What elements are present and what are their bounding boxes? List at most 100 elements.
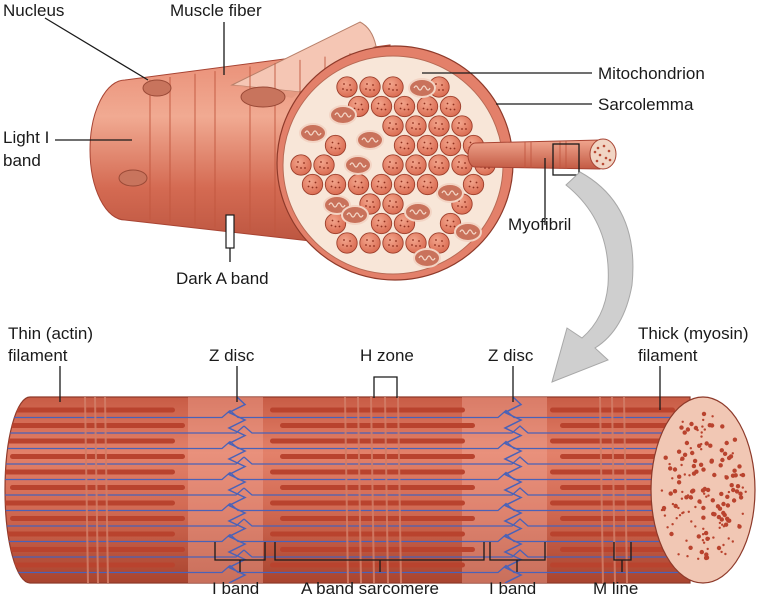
myofibril-cross-section <box>313 154 335 176</box>
myofibril-detail <box>4 396 756 584</box>
thin-filament <box>400 518 690 527</box>
myofibril-cross-section <box>370 173 393 196</box>
thin-filament <box>400 425 690 434</box>
band-striation <box>94 397 99 583</box>
filament-cross-section-dot <box>686 555 689 558</box>
thin-filament <box>5 549 400 558</box>
filament-cross-section-dot <box>719 448 724 453</box>
filament-cross-section-dot <box>668 462 671 466</box>
filament-cross-section-dot <box>720 550 723 554</box>
thick-filament <box>280 516 475 521</box>
filament-cross-section-dot <box>718 526 721 529</box>
thick-filament <box>280 547 475 552</box>
filament-cross-section-dot <box>701 411 707 417</box>
thin-filament <box>5 518 400 527</box>
filament-cross-section-dot <box>679 425 684 430</box>
filament-cross-section-dot <box>705 536 710 541</box>
filament-cross-section-dot <box>741 512 744 515</box>
label-thin-filament-line2: filament <box>8 346 68 365</box>
filament-cross-section-dot <box>685 539 688 542</box>
filament-cross-section-dot <box>711 511 716 517</box>
thick-filament <box>270 469 465 475</box>
filament-cross-section-dot <box>737 524 742 529</box>
muscle-fiber-illustration <box>89 21 617 281</box>
myofibril-cross-section <box>347 173 370 196</box>
label-m-line: M line <box>593 579 638 598</box>
thin-filament <box>400 549 690 558</box>
thick-filament <box>550 500 675 506</box>
filament-cross-section-dot <box>725 494 730 499</box>
filament-cross-section-dot <box>696 428 699 432</box>
filament-cross-section-dot <box>712 472 717 478</box>
filament-cross-section-dot <box>700 431 703 434</box>
thick-filament <box>270 407 465 413</box>
filament-cross-section-dot <box>702 486 707 492</box>
filament-cross-section-dot <box>727 490 731 494</box>
filament-cross-section-dot <box>718 521 722 525</box>
z-disc-line <box>503 397 523 583</box>
filament-cross-section-dot <box>744 490 747 493</box>
myofibril-cross-section <box>428 115 450 137</box>
filament-cross-section-dot <box>689 489 695 494</box>
thin-filament <box>400 409 690 419</box>
filament-cross-section-dot <box>723 522 729 527</box>
filament-cross-section-dot <box>724 475 727 478</box>
filament-cross-section-dot <box>663 455 668 460</box>
filament-cross-section-dot <box>687 510 690 513</box>
filament-cross-section-dot <box>701 533 705 536</box>
z-disc-line <box>227 397 247 583</box>
thick-filament <box>280 454 475 459</box>
myofibril-cross-section <box>324 173 347 196</box>
thick-filament <box>5 469 175 475</box>
filament-cross-section-dot <box>701 515 706 520</box>
myofibril-cross-section <box>439 134 462 157</box>
filament-cross-section-dot <box>706 547 709 551</box>
filament-cross-section-dot <box>703 492 706 495</box>
filament-cross-section-dot <box>724 440 729 446</box>
filament-cross-section-dot <box>676 449 682 454</box>
filament-cross-section-dot <box>705 495 708 498</box>
filament-cross-section-dot <box>721 523 724 526</box>
thick-filament <box>5 438 175 444</box>
myofibril-cross-section <box>359 76 381 98</box>
label-sarcolemma: Sarcolemma <box>598 95 694 114</box>
thick-filament <box>550 562 675 568</box>
band-striation <box>384 397 389 583</box>
filament-cross-section-dot <box>701 425 704 428</box>
filament-cross-section-dot <box>691 463 697 469</box>
filament-cross-section-dot <box>709 458 714 463</box>
band-striation <box>599 397 604 583</box>
myofibril-cross-section <box>416 173 439 196</box>
thick-filament <box>560 547 685 552</box>
label-light-i-band-line2: band <box>3 151 41 170</box>
band-striation <box>623 397 628 583</box>
band-striation <box>104 397 109 583</box>
filament-cross-section-dot <box>722 451 728 456</box>
filament-cross-section-dot <box>678 514 682 517</box>
myofibril-cross-section <box>451 115 473 137</box>
thick-filament <box>560 423 685 428</box>
filament-cross-section-dot <box>720 424 725 429</box>
filament-cross-section-dot <box>672 467 678 472</box>
filament-cross-section-dot <box>731 498 737 503</box>
label-z-disc-right: Z disc <box>488 346 534 365</box>
filament-cross-section-dot <box>728 454 734 459</box>
label-h-zone: H zone <box>360 346 414 365</box>
label-thin-filament-line1: Thin (actin) <box>8 324 93 343</box>
filament-cross-section-dot <box>682 452 688 457</box>
myofibril-cross-section <box>324 134 347 157</box>
thick-filament <box>280 423 475 428</box>
filament-cross-section-dot <box>712 536 715 539</box>
thick-filament <box>270 531 465 537</box>
filament-cross-section-dot <box>731 540 734 543</box>
filament-cross-section-dot <box>661 505 667 511</box>
filament-cross-section-dot <box>720 457 725 463</box>
filament-cross-section-dot <box>669 531 674 537</box>
filament-cross-section-dot <box>682 430 687 435</box>
filament-cross-section-dot <box>710 498 715 503</box>
filament-cross-section-dot <box>681 511 684 515</box>
filament-cross-section-dot <box>689 421 694 427</box>
label-myofibril: Myofibril <box>508 215 571 234</box>
filament-cross-section-dot <box>688 474 691 477</box>
thick-filament <box>270 562 465 568</box>
